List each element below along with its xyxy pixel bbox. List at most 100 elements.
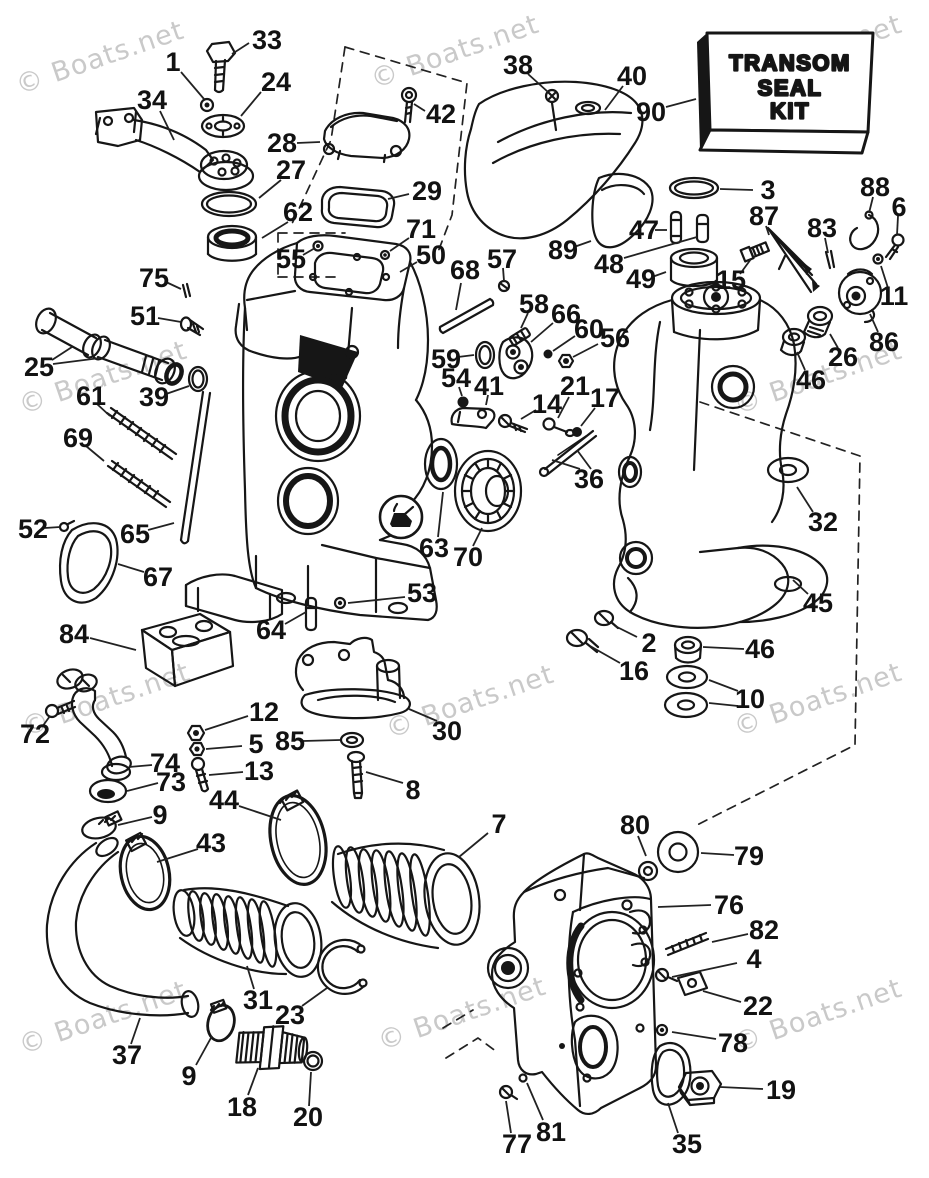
oring-27-art [200, 190, 258, 218]
leader-line-14 [520, 409, 537, 420]
leader-line-49 [651, 271, 667, 278]
part-label-73: 73 [156, 767, 186, 797]
flap-89-art [591, 172, 654, 249]
leader-line-32 [796, 486, 814, 513]
leader-line-61 [96, 403, 111, 417]
leader-line-8 [365, 771, 404, 784]
lube-symbol-art [378, 494, 424, 540]
leader-line-28 [296, 141, 321, 144]
part-label-7: 7 [491, 809, 506, 839]
part-label-77: 77 [502, 1129, 532, 1159]
leader-line-25 [52, 357, 101, 365]
pin-64-art [304, 596, 318, 632]
plate-22-art [676, 970, 709, 997]
diagram-line-art: TRANSOM SEAL KIT [35, 31, 905, 1115]
screw-77-art [498, 1084, 519, 1101]
clamp-44-art [268, 789, 328, 886]
part-label-72: 72 [20, 719, 50, 749]
leader-line-9 [117, 816, 153, 826]
stud-82-art [664, 931, 710, 957]
gimbal-housing-art [612, 280, 829, 629]
rod-65-art [179, 390, 212, 545]
part-label-34: 34 [137, 85, 167, 115]
part-label-85: 85 [275, 726, 305, 756]
screw-72-art [44, 699, 77, 719]
part-label-67: 67 [143, 562, 173, 592]
leader-line-5 [205, 745, 243, 750]
cover-28-art [322, 111, 411, 164]
leader-line-41 [485, 394, 489, 406]
bolt-6-art [884, 233, 905, 261]
leader-line-17 [580, 407, 596, 427]
leader-line-40 [604, 85, 624, 111]
part-label-6: 6 [891, 192, 906, 222]
leader-line-45 [792, 579, 809, 595]
part-label-31: 31 [243, 985, 273, 1015]
nut-1-art [199, 97, 215, 113]
washer-79-art [656, 830, 700, 874]
ring-74-art [100, 762, 132, 782]
leader-line-85 [302, 739, 341, 742]
part-label-52: 52 [18, 514, 48, 544]
anode-84-art [140, 612, 235, 688]
part-label-54: 54 [441, 363, 471, 393]
leader-line-60 [552, 335, 576, 352]
bellows-7-art [330, 842, 481, 950]
part-label-79: 79 [734, 841, 764, 871]
clamp-9-lower-art [206, 998, 236, 1043]
leader-line-43 [156, 848, 199, 863]
screw-53-art [333, 596, 347, 610]
leader-line-53 [347, 596, 406, 604]
leader-line-64 [284, 611, 307, 625]
kit-box-line-1: TRANSOM [729, 51, 851, 76]
bracket-30-art [294, 636, 411, 720]
part-label-80: 80 [620, 810, 650, 840]
part-label-32: 32 [808, 507, 838, 537]
part-label-38: 38 [503, 50, 533, 80]
nut-11-art [872, 253, 884, 265]
part-label-8: 8 [405, 775, 420, 805]
leader-line-57 [502, 267, 505, 282]
screw-57-art [497, 279, 511, 293]
gasket-29-art [320, 185, 396, 229]
part-label-87: 87 [749, 201, 779, 231]
part-label-26: 26 [828, 342, 858, 372]
nut-56-art [557, 353, 575, 369]
part-label-1: 1 [165, 47, 180, 77]
leader-line-22 [702, 990, 742, 1003]
leader-line-36 [551, 459, 581, 470]
part-label-70: 70 [453, 542, 483, 572]
part-label-63: 63 [419, 533, 449, 563]
part-label-46: 46 [796, 365, 826, 395]
snap-ring-23-art [316, 938, 368, 996]
leader-line-23 [301, 987, 328, 1007]
part-label-3: 3 [760, 175, 775, 205]
pin-47-art [669, 210, 683, 245]
leader-line-38 [527, 73, 549, 93]
screw-14-art [497, 413, 529, 434]
link-36-art [538, 429, 598, 478]
part-label-83: 83 [807, 213, 837, 243]
nut-5-art [188, 741, 206, 757]
part-label-74: 74 [150, 748, 180, 778]
kit-box-line-2: SEAL [758, 76, 823, 101]
leader-line-44 [238, 805, 282, 821]
leader-line-46 [796, 351, 806, 371]
watermark-text: © Boats.net [374, 971, 550, 1058]
dashed-box-55 [277, 232, 346, 278]
leader-line-7 [458, 832, 489, 858]
fitting-18-art [235, 1025, 309, 1071]
fitting-cluster-87-art [766, 226, 820, 294]
dashed-boundary-right [696, 401, 861, 826]
washers-10-art [663, 664, 709, 719]
part-label-56: 56 [600, 323, 630, 353]
nut-12-art [186, 724, 206, 742]
leader-line-51 [157, 317, 182, 323]
bushing-46-lower-art [673, 635, 703, 664]
part-label-30: 30 [432, 716, 462, 746]
leader-line-39 [165, 385, 190, 395]
part-label-11: 11 [880, 281, 909, 311]
bolt-8-art [346, 750, 366, 800]
leader-line-36 [576, 449, 592, 470]
